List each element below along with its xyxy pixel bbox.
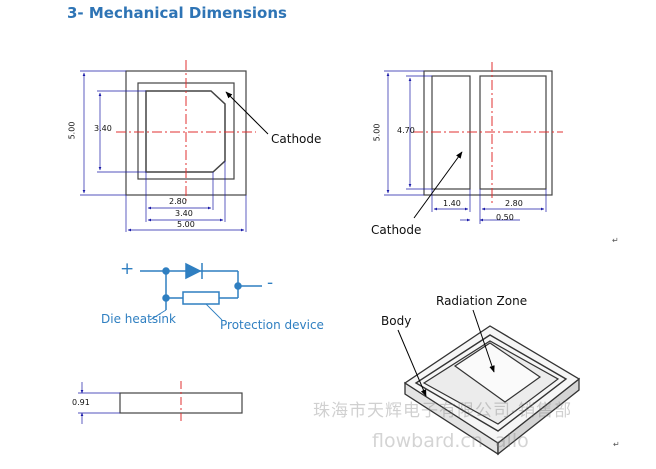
section-title: 3- Mechanical Dimensions [67,4,287,22]
top-width-340-label: 3.40 [175,209,193,218]
circuit-minus-label: - [267,273,274,293]
side-height-5-label: 5.00 [372,123,382,142]
top-cathode-label: Cathode [271,132,322,146]
bottom-view [384,62,563,224]
profile-thickness-label: 0.91 [72,398,90,407]
side-width-140-label: 1.40 [443,199,461,208]
body-label: Body [381,314,412,328]
side-width-050-label: 0.50 [496,213,514,222]
side-height-470-label: 4.70 [397,126,415,135]
die-heatsink-label: Die heatsink [101,312,176,326]
protection-device-label: Protection device [220,318,324,332]
top-height-5-label: 5.00 [67,121,77,140]
isometric-view [397,309,581,456]
radiation-zone-label: Radiation Zone [436,294,528,308]
watermark-company: 珠海市天辉电子有限公司-销售部 [313,401,573,421]
protection-device-symbol [182,291,220,305]
side-width-280-label: 2.80 [505,199,523,208]
circuit-plus-label: + [120,259,135,279]
top-width-280-label: 2.80 [169,197,187,206]
paragraph-mark-2: ↵ [613,440,620,449]
led-diode-symbol [185,262,202,280]
profile-view [78,381,243,424]
paragraph-mark-1: ↵ [612,236,619,245]
top-height-340-label: 3.40 [94,124,112,133]
iso-radiation-zone [453,342,542,403]
top-view [80,60,269,232]
side-cathode-label: Cathode [371,223,422,237]
top-width-500-label: 5.00 [177,220,195,229]
equivalent-circuit [140,262,262,321]
bottom-view-outer-body [423,70,553,196]
